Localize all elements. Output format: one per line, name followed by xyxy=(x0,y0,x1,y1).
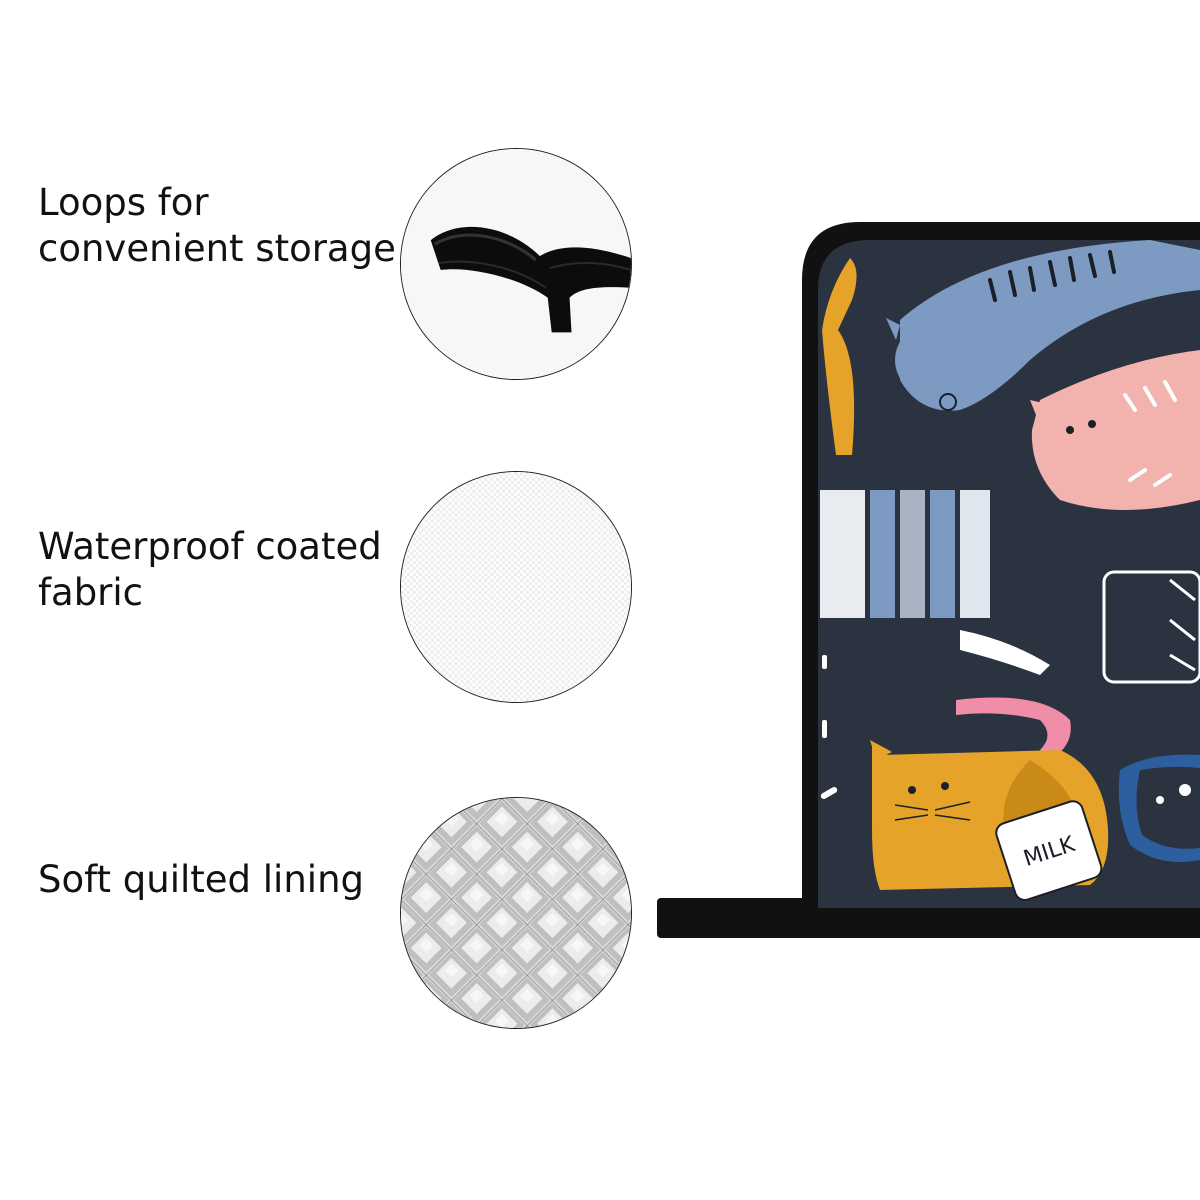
fabric-texture-icon xyxy=(400,471,632,703)
feature-fabric-label: Waterproof coated fabric xyxy=(38,524,382,616)
feature-fabric-line2: fabric xyxy=(38,571,144,614)
feature-lining-line1: Soft quilted lining xyxy=(38,858,365,901)
pink-cat-illustration xyxy=(1030,350,1200,510)
feature-loops-line1: Loops for xyxy=(38,181,209,224)
feature-loops-label: Loops for convenient storage xyxy=(38,180,396,272)
milk-carton: MILK xyxy=(995,800,1103,901)
pink-tail-illustration xyxy=(956,697,1071,760)
orange-cat-edge-illustration xyxy=(822,258,857,455)
feature-loops-line2: convenient storage xyxy=(38,227,396,270)
striped-cat-illustration xyxy=(818,488,1050,675)
blue-cat-illustration xyxy=(886,240,1200,411)
feature-lining-label: Soft quilted lining xyxy=(38,857,364,903)
feature-fabric-line1: Waterproof coated xyxy=(38,525,382,568)
quilted-lining-icon xyxy=(400,797,632,1029)
decorative-marks xyxy=(820,655,838,799)
orange-milk-cat-illustration: MILK xyxy=(870,740,1109,901)
loop-strap-icon xyxy=(400,148,632,380)
hanging-loop xyxy=(657,898,827,938)
white-cat-illustration xyxy=(1102,570,1200,684)
dark-blue-cat-illustration xyxy=(1118,754,1200,863)
